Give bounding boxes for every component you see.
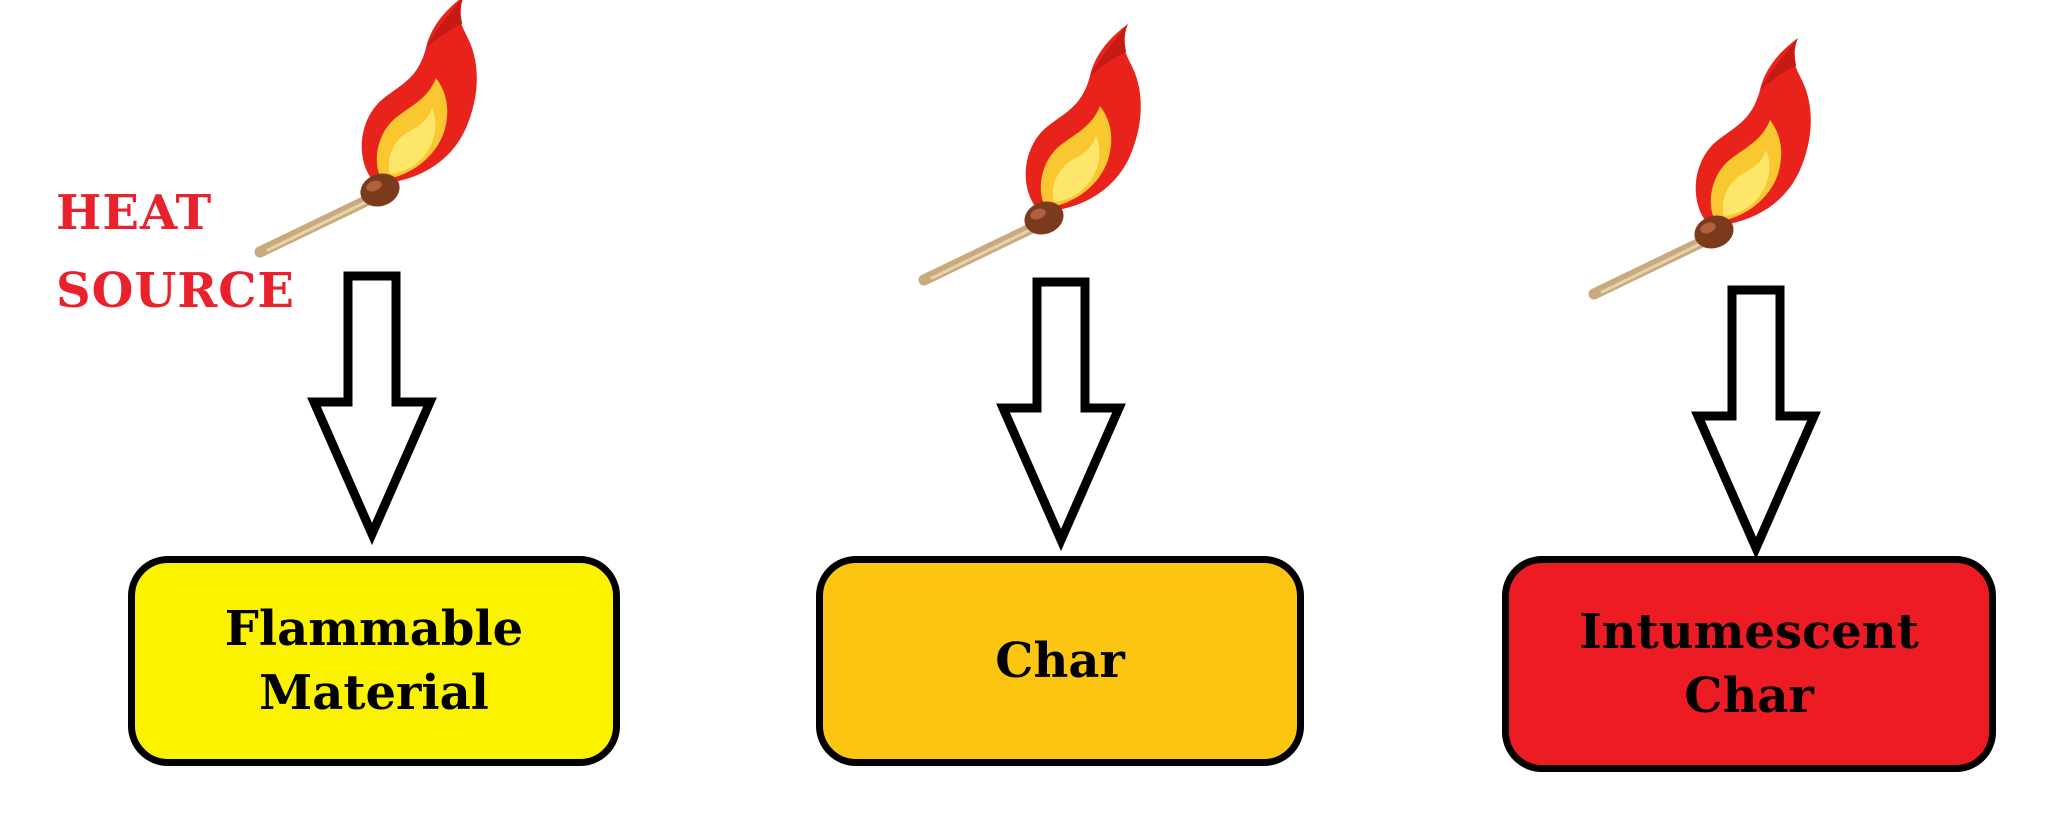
box-label-char: Char [995, 633, 1125, 689]
down-arrow-icon [314, 276, 430, 534]
match-flame-icon [924, 24, 1141, 280]
match-flame-icon [1594, 38, 1811, 294]
down-arrow-icon [1003, 282, 1119, 540]
heat-source-label: HEAT SOURCE [56, 185, 296, 319]
box-label-intumescent-char: Intumescent Char [1579, 604, 1919, 724]
char-box: Char [816, 556, 1304, 766]
down-arrow-icon [1698, 290, 1814, 548]
flammable-material-box: Flammable Material [128, 556, 620, 766]
intumescent-char-box: Intumescent Char [1502, 556, 1996, 772]
box-label-flammable-material: Flammable Material [224, 601, 524, 721]
